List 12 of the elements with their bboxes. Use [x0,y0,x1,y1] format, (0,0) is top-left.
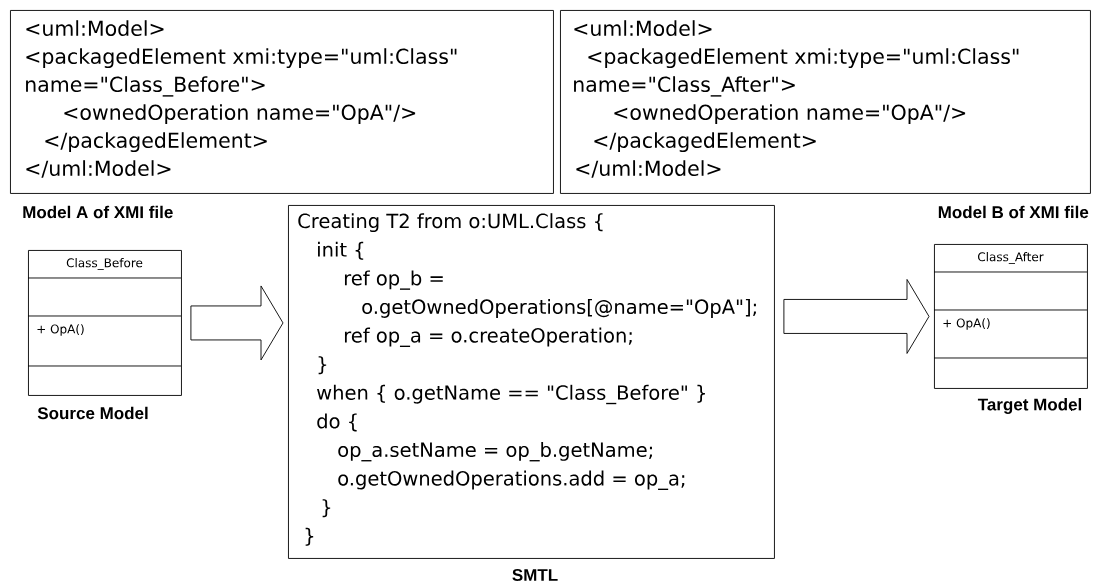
node-label: SMTL [512,568,558,581]
node-label: Target Model [977,398,1082,414]
node-label: Source Model [37,406,148,420]
uml-class-box: Class_After + OpA() [933,244,1088,389]
uml-class-box: Class_Before + OpA() [27,250,182,396]
heading: Model B of XMI file [938,205,1089,219]
code-box: Creating T2 from o:UML.Class { init { ref op_b = o.getOwnedOperations[@name="OpA"]; ref op_a = o.createOperation; } when { o.getName == "Class_Before" } do { op_a.setName = op_b.getName; o.getOwnedOperations.add = op_a; } } [288,205,775,559]
block-arrow [190,285,284,361]
code-box: <uml:Model> <packagedElement xmi:type="uml:Class" name="Class_Before"> <ownedOperation name="OpA"/> </packagedElement> </uml:Model> [10,10,554,194]
heading: Model A of XMI file [23,205,173,219]
code-box: <uml:Model> <packagedElement xmi:type="uml:Class" name="Class_After"> <ownedOperation name="OpA"/> </packagedElement> </uml:Model> [560,10,1091,194]
block-arrow [783,279,930,354]
